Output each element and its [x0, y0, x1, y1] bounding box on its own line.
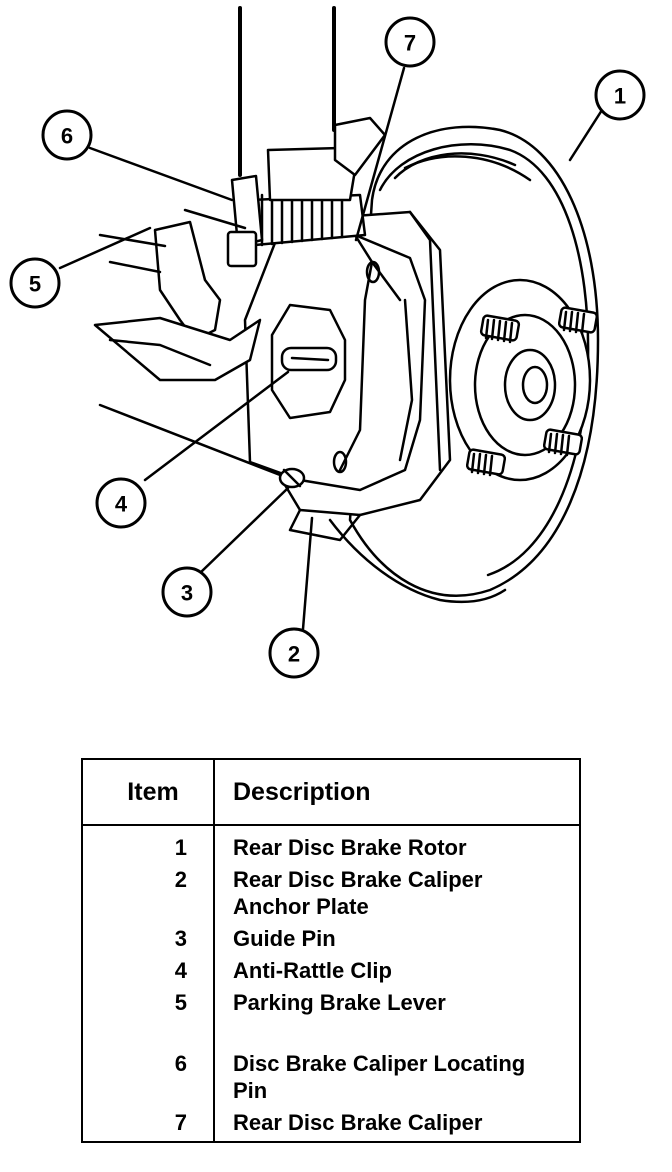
- lug-stud: [542, 428, 584, 457]
- row-item: 1: [82, 825, 215, 866]
- callout-number: 2: [288, 642, 300, 667]
- row-description: Parking Brake Lever: [233, 990, 446, 1015]
- row-description: Rear Disc Brake Rotor: [233, 835, 467, 860]
- callout-number: 5: [29, 272, 41, 297]
- callout-number: 3: [181, 581, 193, 606]
- callout-number: 4: [115, 492, 128, 517]
- callout-1: 1: [594, 69, 646, 121]
- legend-table: Item Description 1 Rear Disc Brake Rotor…: [81, 758, 581, 1143]
- row-description: Rear Disc Brake Caliper Anchor Plate: [233, 867, 483, 919]
- row-description: Disc Brake Caliper Locating Pin: [233, 1051, 526, 1103]
- row-item: 4: [82, 957, 215, 989]
- row-item: 6: [82, 1050, 215, 1109]
- table-row: 5 Parking Brake Lever: [82, 989, 580, 1050]
- callout-number: 1: [614, 84, 626, 109]
- table-row: 6 Disc Brake Caliper Locating Pin: [82, 1050, 580, 1109]
- row-item: 7: [82, 1109, 215, 1142]
- table-row: 7 Rear Disc Brake Caliper: [82, 1109, 580, 1142]
- row-item: 3: [82, 925, 215, 957]
- row-item: 2: [82, 866, 215, 925]
- callout-3: 3: [161, 566, 213, 618]
- row-description: Guide Pin: [233, 926, 336, 951]
- callout-5: 5: [9, 257, 61, 309]
- lug-stud: [465, 448, 507, 477]
- callout-7: 7: [384, 16, 436, 68]
- header-item: Item: [82, 759, 215, 826]
- legend-header-row: Item Description: [82, 759, 580, 826]
- anti-rattle-clip-drawing: [270, 303, 347, 420]
- caliper-boot-drawing: [248, 116, 387, 247]
- row-item: 5: [82, 989, 215, 1050]
- row-description: Anti-Rattle Clip: [233, 958, 392, 983]
- table-row: 1 Rear Disc Brake Rotor: [82, 825, 580, 866]
- callout-2: 2: [268, 627, 320, 679]
- callout-4: 4: [95, 477, 147, 529]
- lug-stud: [479, 314, 521, 344]
- callout-number: 7: [404, 31, 416, 56]
- leader-lines: [58, 66, 604, 631]
- parking-brake-lever-drawing: [93, 220, 262, 382]
- guide-pin-drawing: [278, 467, 306, 489]
- row-description: Rear Disc Brake Caliper: [233, 1110, 483, 1135]
- header-description: Description: [214, 759, 580, 826]
- callout-number: 6: [61, 124, 73, 149]
- callout-6: 6: [41, 109, 93, 161]
- brake-assembly-illustration: 1 2 3 4 5 6 7: [9, 6, 646, 679]
- table-row: 3 Guide Pin: [82, 925, 580, 957]
- table-row: 2 Rear Disc Brake Caliper Anchor Plate: [82, 866, 580, 925]
- table-row: 4 Anti-Rattle Clip: [82, 957, 580, 989]
- locating-pin-drawing: [226, 174, 264, 268]
- lug-stud: [557, 306, 599, 335]
